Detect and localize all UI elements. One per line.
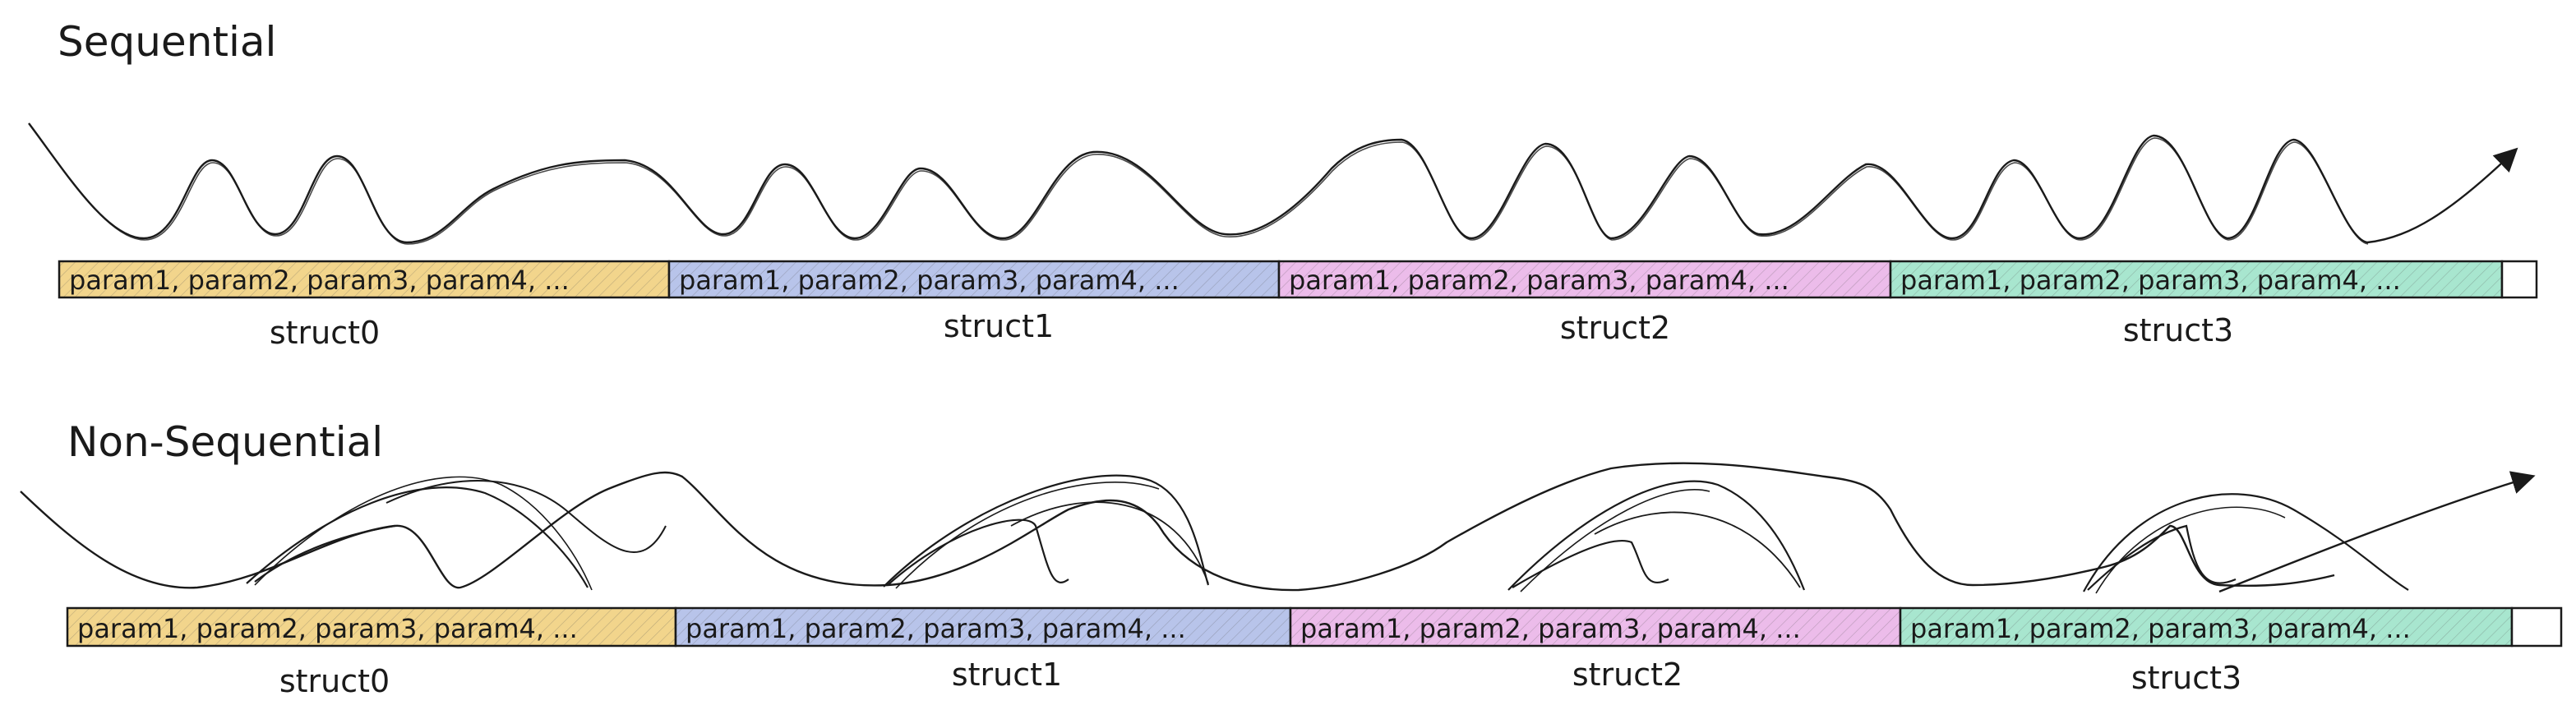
section-title: Non-Sequential	[67, 418, 383, 466]
struct-params: param1, param2, param3, param4, ...	[69, 265, 570, 296]
struct-params: param1, param2, param3, param4, ...	[1300, 613, 1801, 644]
struct-label: struct0	[279, 663, 390, 699]
struct-params: param1, param2, param3, param4, ...	[686, 613, 1186, 644]
section-sequential: Sequential param1, param2, param3, param…	[28, 18, 2538, 351]
sequential-access-path	[28, 122, 2518, 245]
struct-params: param1, param2, param3, param4, ...	[1910, 613, 2411, 644]
struct-label: struct1	[944, 308, 1054, 344]
struct-label: struct0	[270, 315, 380, 351]
empty-cell	[2500, 260, 2538, 299]
struct-block-1: param1, param2, param3, param4, ... stru…	[667, 260, 1281, 344]
struct-params: param1, param2, param3, param4, ...	[679, 265, 1180, 296]
struct-label: struct2	[1572, 657, 1683, 693]
struct-label: struct2	[1560, 310, 1670, 346]
struct-params: param1, param2, param3, param4, ...	[1900, 265, 2401, 296]
struct-params: param1, param2, param3, param4, ...	[77, 613, 578, 644]
struct-block-3: param1, param2, param3, param4, ... stru…	[1889, 260, 2504, 348]
struct-label: struct3	[2131, 660, 2241, 696]
struct-block-2: param1, param2, param3, param4, ... stru…	[1289, 606, 1902, 693]
section-title: Sequential	[58, 18, 276, 66]
struct-block-0: param1, param2, param3, param4, ... stru…	[58, 260, 671, 351]
non-sequential-access-path	[20, 462, 2536, 594]
struct-label: struct3	[2123, 312, 2233, 348]
struct-label: struct1	[952, 657, 1062, 693]
struct-block-1: param1, param2, param3, param4, ... stru…	[674, 606, 1292, 693]
struct-block-0: param1, param2, param3, param4, ... stru…	[66, 606, 677, 699]
section-non-sequential: Non-Sequential	[20, 418, 2563, 699]
struct-block-2: param1, param2, param3, param4, ... stru…	[1277, 260, 1892, 346]
empty-cell	[2510, 606, 2563, 648]
struct-params: param1, param2, param3, param4, ...	[1289, 265, 1789, 296]
struct-block-3: param1, param2, param3, param4, ... stru…	[1899, 606, 2514, 696]
